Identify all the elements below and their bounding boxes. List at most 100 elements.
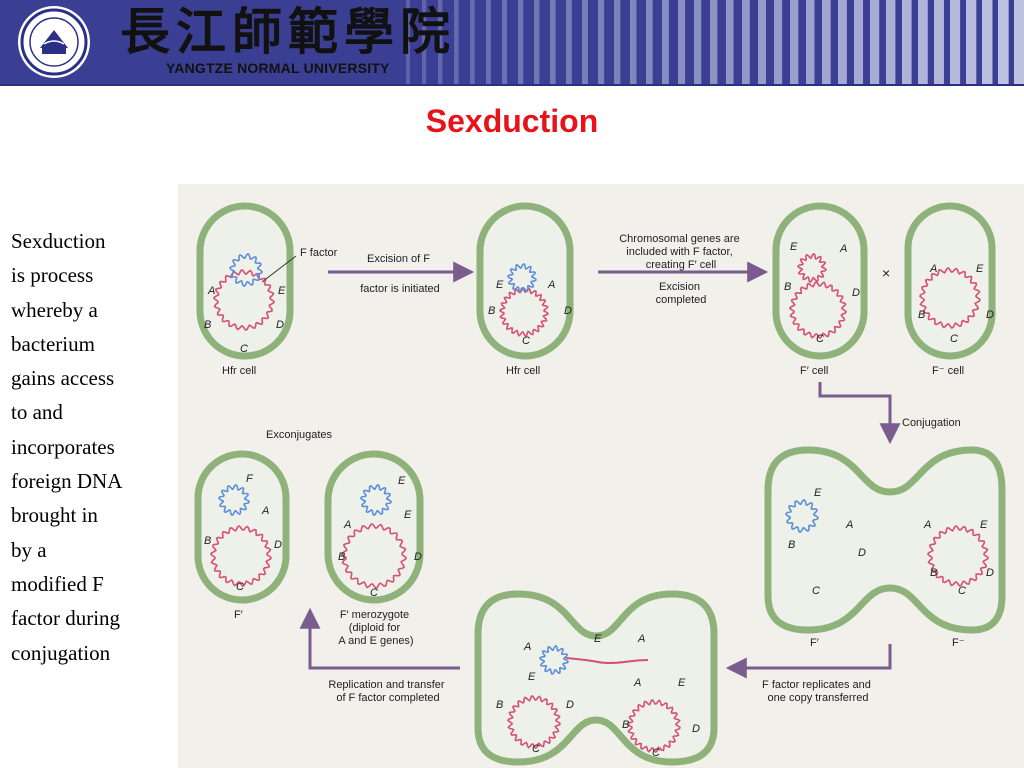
chromosomal-genes-line: included with F factor, <box>626 246 732 258</box>
definition-line: brought in <box>11 503 98 528</box>
header-stripe-pattern <box>406 0 1024 86</box>
label-exconjugates: Exconjugates <box>266 429 333 441</box>
gene-label-c: C <box>522 335 530 347</box>
f-prime-ring <box>218 484 250 516</box>
excision-completed-line: Excision <box>659 281 700 293</box>
university-seal-logo <box>18 6 90 78</box>
merozygote-line: F′ merozygote <box>340 609 409 621</box>
definition-line: conjugation <box>11 640 111 665</box>
definition-line: modified F <box>11 571 104 596</box>
header-stripe <box>854 0 864 86</box>
chromosome-layer <box>210 253 989 753</box>
header-stripe <box>710 0 718 86</box>
gene-label-b: B <box>338 551 345 563</box>
gene-label-c: C <box>532 743 540 755</box>
header-stripe <box>470 0 475 86</box>
gene-label-a: A <box>207 285 215 297</box>
header-stripe <box>838 0 847 86</box>
f-prime-cell-top <box>772 202 868 360</box>
header-stripe <box>550 0 556 86</box>
merozygote-line: A and E genes) <box>338 635 413 647</box>
gene-label-e: E <box>398 475 406 487</box>
header-stripe <box>886 0 896 86</box>
arrow-f-replicates <box>725 644 892 679</box>
header-stripe <box>774 0 783 86</box>
gene-label-a: A <box>923 519 931 531</box>
gene-label-a: A <box>637 633 645 645</box>
gene-label-c: C <box>950 333 958 345</box>
f-prime-ring <box>797 253 827 283</box>
label-f-prime: F′ <box>234 609 243 621</box>
header-stripe <box>582 0 588 86</box>
definition-line: to and <box>11 400 63 425</box>
f-prime-ring <box>539 645 569 675</box>
gene-label-e: E <box>278 285 286 297</box>
header-stripe <box>918 0 928 86</box>
header-stripe <box>662 0 669 86</box>
gene-label-d: D <box>692 723 700 735</box>
header-stripe <box>422 0 427 86</box>
gene-label-a: A <box>633 677 641 689</box>
gene-label-e: E <box>404 509 412 521</box>
label-excision-initiated: Excision of F factor is initiated <box>360 253 439 295</box>
gene-label-a: A <box>845 519 853 531</box>
gene-label-b: B <box>788 539 795 551</box>
gene-label-e: E <box>976 263 984 275</box>
merozygote-line: (diploid for <box>349 622 401 634</box>
gene-label-b: B <box>488 305 495 317</box>
header-stripe <box>502 0 508 86</box>
gene-label-b: B <box>930 567 937 579</box>
definition-line: gains access <box>11 366 115 391</box>
definition-line: whereby a <box>11 297 98 322</box>
chromosome-ring <box>341 523 407 589</box>
gene-label-d: D <box>986 567 994 579</box>
hfr-cell-1 <box>196 202 294 360</box>
label-conjugation: Conjugation <box>902 417 961 429</box>
excision-initiated-line: Excision of F <box>367 253 430 265</box>
label-chromosomal-genes: Chromosomal genes are included with F fa… <box>619 233 743 271</box>
header-divider <box>0 84 1024 86</box>
header-stripe <box>806 0 815 86</box>
gene-label-a: A <box>261 505 269 517</box>
header-stripe <box>566 0 572 86</box>
chromosome-ring <box>627 699 681 753</box>
gene-label-b: B <box>918 309 925 321</box>
school-name-english: YANGTZE NORMAL UNIVERSITY <box>166 60 390 76</box>
gene-label-d: D <box>564 305 572 317</box>
definition-text: Sexduction is process whereby a bacteriu… <box>11 224 171 670</box>
hfr-cell-2 <box>476 202 574 360</box>
label-f-prime-bottom: F′ <box>810 637 819 649</box>
gene-label-b: B <box>784 281 791 293</box>
header-stripe <box>822 0 831 86</box>
replication-transfer-line: of F factor completed <box>336 692 439 704</box>
gene-label-a: A <box>547 279 555 291</box>
gene-label-a: A <box>929 263 937 275</box>
gene-label-d: D <box>858 547 866 559</box>
gene-label-d: D <box>566 699 574 711</box>
gene-label-e: E <box>496 279 504 291</box>
chromosome-ring <box>210 525 272 587</box>
chromosome-ring <box>789 281 847 339</box>
gene-label-b: B <box>204 535 211 547</box>
university-header: 長江師範學院 YANGTZE NORMAL UNIVERSITY <box>0 0 1024 86</box>
gene-label-e: E <box>980 519 988 531</box>
f-factor-pointer <box>261 255 297 283</box>
excision-completed-line: completed <box>656 294 707 306</box>
f-factor-ring <box>229 253 263 287</box>
header-stripe <box>486 0 491 86</box>
label-cross: × <box>882 265 890 281</box>
label-f-factor: F factor <box>300 247 338 259</box>
f-replicates-line: F factor replicates and <box>762 679 871 691</box>
gene-label-d: D <box>852 287 860 299</box>
label-f-replicates: F factor replicates and one copy transfe… <box>762 679 874 704</box>
gene-label-d: D <box>414 551 422 563</box>
definition-line: factor during <box>11 606 121 631</box>
conjugating-pair-bottom <box>474 590 718 766</box>
gene-label-e: E <box>790 241 798 253</box>
header-stripe <box>694 0 702 86</box>
header-stripe <box>950 0 961 86</box>
gene-label-a: A <box>343 519 351 531</box>
gene-label-c: C <box>958 585 966 597</box>
excision-initiated-line: factor is initiated <box>360 283 439 295</box>
